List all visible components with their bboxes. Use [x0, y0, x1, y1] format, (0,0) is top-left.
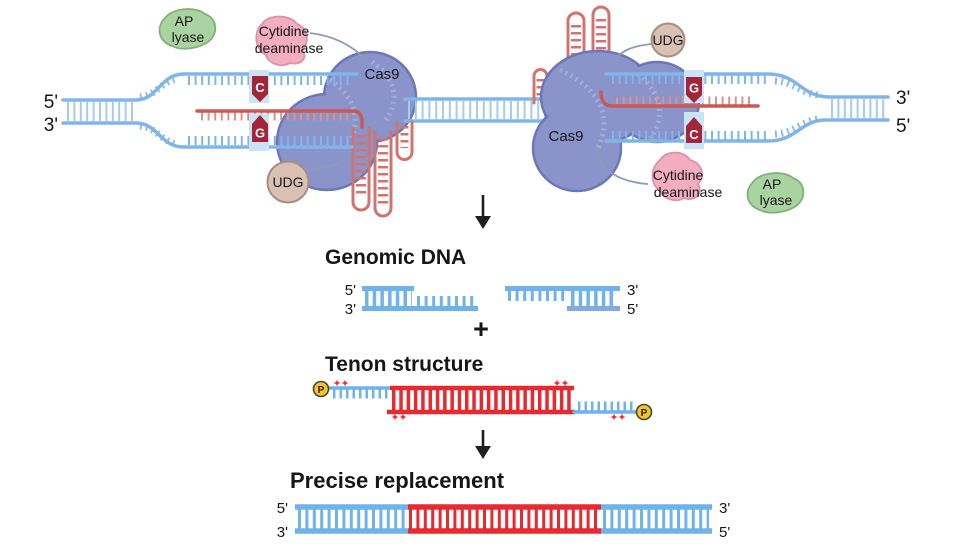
right-enzymes: UDG Cytidine deaminase AP lyase Cas9 [548, 22, 805, 214]
base-letter: G [255, 126, 265, 141]
left-base-pair: C G [249, 70, 269, 151]
ap-lyase-label: AP [175, 13, 194, 29]
phosphate-circle [635, 403, 653, 421]
ap-lyase-label: lyase [760, 192, 793, 208]
left-end-top-label: 5' [44, 92, 58, 113]
dna-strand [604, 72, 890, 99]
down-arrow-1 [475, 195, 491, 229]
left-end-duplex [61, 72, 186, 149]
arrow-head [475, 446, 491, 459]
ap-lyase-blob [158, 8, 217, 50]
right-end-top-label: 3' [896, 88, 910, 109]
cytidine-deaminase-label: deaminase [255, 40, 324, 56]
down-arrow-2 [475, 430, 491, 459]
duplex-label: 5' [719, 524, 730, 541]
cas9-hatch [558, 67, 607, 150]
udg-circle [650, 22, 686, 58]
ap-lyase-label: AP [763, 176, 782, 192]
base-letter: C [255, 80, 265, 95]
left-enzymes: AP lyase Cytidine deaminase UDG Cas9 [158, 8, 400, 204]
connector-line [309, 32, 365, 59]
phosphate-label: P [318, 385, 325, 396]
cas9-hatch [328, 77, 358, 144]
right-end-bottom-label: 5' [896, 116, 910, 137]
left-sgrna-scaffold [351, 120, 414, 218]
base-letter: C [689, 127, 699, 142]
ap-lyase-label: lyase [172, 29, 205, 45]
plus-sign: + [473, 314, 489, 344]
edited-strand [195, 109, 364, 129]
cas9-label: Cas9 [364, 66, 399, 83]
edited-strand [599, 90, 760, 108]
udg-circle [266, 160, 310, 204]
fork-teeth [139, 75, 179, 101]
udg-label: UDG [272, 174, 303, 190]
phosphate-label: P [641, 408, 648, 419]
duplex-label: 5' [277, 500, 288, 517]
hairpin-loop [566, 11, 586, 100]
hairpin-loop [591, 5, 611, 102]
left-end-bottom-label: 3' [44, 115, 58, 136]
genomic-dna-left-fragment: 5' 3' [345, 282, 478, 318]
cas9-label: Cas9 [548, 128, 583, 145]
base-shield-c [252, 76, 268, 102]
base-shield-g [686, 77, 702, 103]
fragment-label: 5' [627, 301, 638, 318]
duplex-label: 3' [719, 500, 730, 517]
fork-teeth [139, 122, 179, 148]
connector-line [305, 160, 342, 174]
precise-replacement-heading: Precise replacement [290, 468, 505, 493]
duplex-label: 3' [277, 524, 288, 541]
precise-replacement-duplex: 5' 3' 3' 5' [277, 500, 731, 541]
connector-line [596, 152, 649, 185]
phosphate-circle [312, 380, 330, 398]
hairpin-loop [373, 130, 393, 218]
dna-strand [604, 118, 890, 143]
fragment-label: 5' [345, 282, 356, 299]
ap-lyase-blob [746, 172, 805, 214]
udg-label: UDG [652, 32, 683, 48]
fragment-label: 3' [345, 301, 356, 318]
cytidine-deaminase-label: Cytidine [653, 167, 704, 183]
right-base-pair: G C [684, 70, 704, 149]
genomic-dna-heading: Genomic DNA [325, 246, 466, 269]
tenon-heading: Tenon structure [325, 353, 483, 376]
base-shield-c [686, 117, 702, 143]
hairpin-loop [395, 120, 414, 161]
tenon-structure: P P [312, 379, 653, 421]
connector-line [613, 43, 652, 63]
right-cas9-protein [531, 49, 701, 193]
cas9-lobe-fill [535, 107, 619, 189]
base-letter: G [689, 81, 699, 96]
cas9-hatch [370, 59, 397, 122]
base-shield-g [252, 115, 268, 142]
cytidine-deaminase-blob [255, 15, 308, 67]
cytidine-deaminase-label: deaminase [654, 184, 723, 200]
cytidine-deaminase-blob [651, 151, 704, 202]
arrow-head [475, 216, 491, 229]
hairpin-loop [351, 126, 371, 212]
fragment-label: 3' [627, 282, 638, 299]
genomic-dna-right-fragment: 3' 5' [505, 282, 638, 318]
cytidine-deaminase-label: Cytidine [259, 23, 310, 39]
